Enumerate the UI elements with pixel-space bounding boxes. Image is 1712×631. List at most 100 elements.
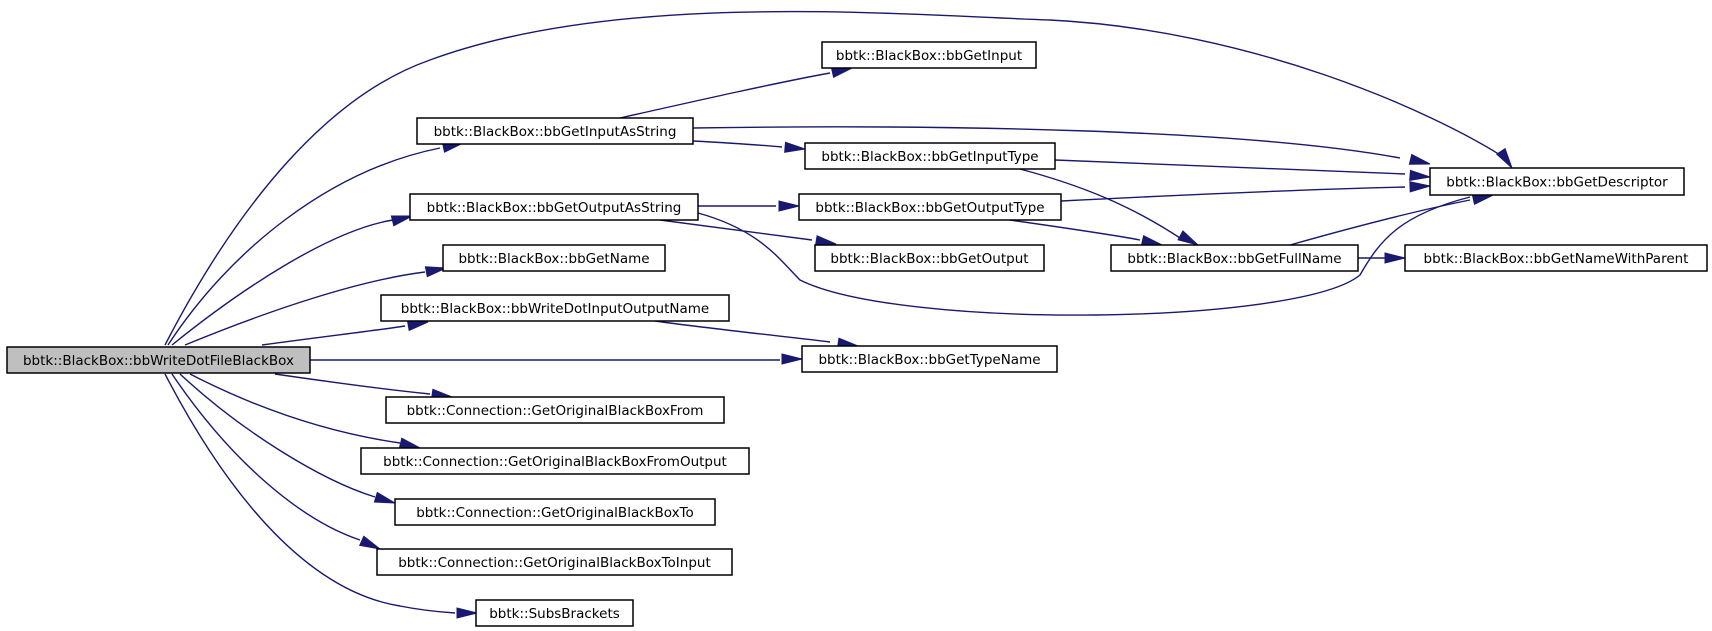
arrowhead-icon <box>1495 147 1513 169</box>
node-connTo[interactable]: bbtk::Connection::GetOriginalBlackBoxTo <box>394 498 716 526</box>
node-subsBrackets[interactable]: bbtk::SubsBrackets <box>475 599 634 627</box>
arrowhead-icon <box>456 607 478 619</box>
edges-layer <box>164 10 1513 619</box>
node-getOutputAsString[interactable]: bbtk::BlackBox::bbGetOutputAsString <box>409 193 699 221</box>
edge-line <box>1289 199 1471 246</box>
edge-line <box>1019 168 1181 239</box>
edge-line <box>659 219 813 241</box>
arrowhead-icon <box>830 67 853 79</box>
node-box[interactable] <box>409 193 699 221</box>
edge-line <box>164 373 456 614</box>
node-root[interactable]: bbtk::BlackBox::bbWriteDotFileBlackBox <box>6 346 311 374</box>
node-label: bbtk::BlackBox::bbGetOutput <box>830 251 1028 267</box>
node-box[interactable] <box>1429 167 1685 196</box>
node-label: bbtk::BlackBox::bbGetDescriptor <box>1446 175 1668 191</box>
node-box[interactable] <box>376 548 733 576</box>
node-box[interactable] <box>416 117 694 145</box>
edge-root-to-connFrom <box>274 373 453 400</box>
node-label: bbtk::Connection::GetOriginalBlackBoxFro… <box>383 454 727 470</box>
node-box[interactable] <box>821 41 1037 69</box>
arrowhead-icon <box>781 353 803 365</box>
node-label: bbtk::BlackBox::bbGetOutputType <box>815 200 1044 216</box>
arrowhead-icon <box>358 535 381 550</box>
node-getNameWithParent[interactable]: bbtk::BlackBox::bbGetNameWithParent <box>1404 244 1708 272</box>
arrowhead-icon <box>406 319 429 332</box>
edge-line <box>619 72 831 119</box>
node-box[interactable] <box>380 294 730 322</box>
edge-getFullName-to-getDescriptor <box>1289 193 1494 246</box>
edge-line <box>1009 219 1141 241</box>
node-label: bbtk::Connection::GetOriginalBlackBoxTo <box>416 505 694 521</box>
edge-getInputAsString-to-getDescriptor <box>692 126 1431 165</box>
edge-getOutputAsString-to-getOutputType <box>698 200 800 212</box>
edge-getFullName-to-getNameWithParent <box>1358 252 1406 264</box>
node-label: bbtk::Connection::GetOriginalBlackBoxToI… <box>398 555 711 571</box>
edge-writeDotIO-to-getTypeName <box>654 320 859 349</box>
edge-root-to-getName <box>184 266 447 346</box>
edge-line <box>692 140 783 148</box>
node-getFullName[interactable]: bbtk::BlackBox::bbGetFullName <box>1110 244 1359 272</box>
node-getDescriptor[interactable]: bbtk::BlackBox::bbGetDescriptor <box>1429 167 1685 196</box>
edge-line <box>1060 186 1406 202</box>
node-box[interactable] <box>798 193 1062 221</box>
node-box[interactable] <box>804 142 1056 170</box>
node-label: bbtk::BlackBox::bbGetNameWithParent <box>1424 251 1689 267</box>
node-label: bbtk::BlackBox::bbGetTypeName <box>818 352 1040 368</box>
node-box[interactable] <box>475 599 634 627</box>
arrowhead-icon <box>778 200 800 212</box>
node-label: bbtk::SubsBrackets <box>489 606 620 622</box>
node-label: bbtk::Connection::GetOriginalBlackBoxFro… <box>407 403 704 419</box>
edge-root-to-subsBrackets <box>164 373 478 619</box>
node-box[interactable] <box>801 345 1058 373</box>
arrowhead-icon <box>373 491 396 504</box>
arrowhead-icon <box>1409 169 1431 181</box>
node-connFromOutput[interactable]: bbtk::Connection::GetOriginalBlackBoxFro… <box>360 447 750 475</box>
edge-line <box>692 126 1401 159</box>
arrowhead-icon <box>1408 153 1431 165</box>
node-getInput[interactable]: bbtk::BlackBox::bbGetInput <box>821 41 1037 69</box>
edge-root-to-connTo <box>179 373 396 504</box>
node-box[interactable] <box>394 498 716 526</box>
node-box[interactable] <box>385 396 725 424</box>
edge-root-to-getTypeName <box>310 353 803 365</box>
edge-root-to-writeDotIO <box>261 319 429 346</box>
edge-line <box>697 196 1471 316</box>
edge-root-to-getOutputAsString <box>171 215 413 346</box>
node-box[interactable] <box>360 447 750 475</box>
node-getName[interactable]: bbtk::BlackBox::bbGetName <box>442 244 666 272</box>
edge-root-to-connToInput <box>171 373 381 550</box>
node-getInputAsString[interactable]: bbtk::BlackBox::bbGetInputAsString <box>416 117 694 145</box>
node-box[interactable] <box>442 244 666 272</box>
arrowhead-icon <box>424 266 447 278</box>
edge-getInputAsString-to-getInputType <box>692 140 806 153</box>
node-box[interactable] <box>1404 244 1708 272</box>
edge-getOutputAsString-to-getOutput <box>659 219 837 247</box>
edge-getInputAsString-to-getInput <box>619 67 853 119</box>
edge-line <box>654 320 831 343</box>
node-getTypeName[interactable]: bbtk::BlackBox::bbGetTypeName <box>801 345 1058 373</box>
edge-root-to-getDescriptor <box>164 10 1513 346</box>
node-box[interactable] <box>814 244 1045 272</box>
node-label: bbtk::BlackBox::bbGetInputAsString <box>434 124 677 140</box>
node-connToInput[interactable]: bbtk::Connection::GetOriginalBlackBoxToI… <box>376 548 733 576</box>
node-label: bbtk::BlackBox::bbWriteDotFileBlackBox <box>23 353 294 369</box>
arrowhead-icon <box>1177 230 1199 246</box>
edge-line <box>171 219 394 346</box>
node-writeDotIO[interactable]: bbtk::BlackBox::bbWriteDotInputOutputNam… <box>380 294 730 322</box>
node-label: bbtk::BlackBox::bbGetName <box>458 251 649 267</box>
node-connFrom[interactable]: bbtk::Connection::GetOriginalBlackBoxFro… <box>385 396 725 424</box>
node-box[interactable] <box>6 346 311 374</box>
edge-getInputType-to-getDescriptor <box>1054 159 1431 181</box>
arrowhead-icon <box>1409 181 1431 193</box>
nodes-layer: bbtk::BlackBox::bbWriteDotFileBlackBoxbb… <box>6 41 1708 627</box>
edge-line <box>1054 159 1406 175</box>
node-label: bbtk::BlackBox::bbGetInput <box>836 48 1022 64</box>
node-getInputType[interactable]: bbtk::BlackBox::bbGetInputType <box>804 142 1056 170</box>
node-box[interactable] <box>1110 244 1359 272</box>
node-label: bbtk::BlackBox::bbGetFullName <box>1127 251 1341 267</box>
edge-line <box>167 147 441 346</box>
node-getOutputType[interactable]: bbtk::BlackBox::bbGetOutputType <box>798 193 1062 221</box>
node-label: bbtk::BlackBox::bbGetOutputAsString <box>427 200 682 216</box>
node-getOutput[interactable]: bbtk::BlackBox::bbGetOutput <box>814 244 1045 272</box>
